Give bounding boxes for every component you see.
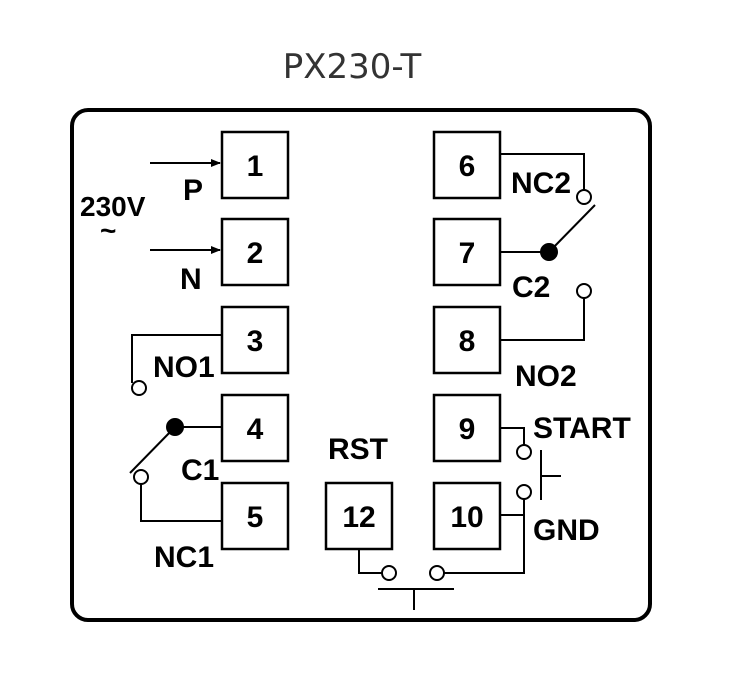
- label-p: P: [183, 174, 203, 207]
- no1-contact-node: [131, 380, 147, 396]
- terminal-5-label: 5: [247, 501, 264, 534]
- start-pushbutton: [500, 427, 561, 516]
- label-rst: RST: [328, 433, 388, 466]
- start-contact-node: [516, 444, 532, 460]
- terminal-3: 3: [220, 305, 290, 375]
- terminal-2: 2: [220, 217, 290, 287]
- rst-contact-node-left: [381, 565, 397, 581]
- wire-nc2: [500, 153, 585, 190]
- terminal-10-label: 10: [450, 501, 483, 534]
- terminal-8: 8: [432, 305, 502, 375]
- terminal-12: 12: [324, 481, 394, 551]
- terminal-7-label: 7: [459, 237, 476, 270]
- wire-start: [500, 427, 525, 445]
- gnd-contact-node: [516, 484, 532, 500]
- terminal-7: 7: [432, 217, 502, 287]
- terminal-9-label: 9: [459, 413, 476, 446]
- terminal-2-label: 2: [247, 237, 264, 270]
- c2-switch-arm: [548, 204, 596, 253]
- rst-contact-node-right: [429, 565, 445, 581]
- terminal-6: 6: [432, 130, 502, 200]
- terminal-3-label: 3: [247, 325, 264, 358]
- c1-switch-arm: [129, 426, 176, 474]
- label-no2: NO2: [515, 360, 577, 393]
- label-c2: C2: [512, 271, 550, 304]
- label-nc1: NC1: [154, 541, 214, 574]
- device-title: PX230-T: [283, 47, 422, 87]
- label-start: START: [533, 412, 631, 445]
- terminal-1: 1: [220, 130, 290, 200]
- wire-no1: [131, 334, 222, 383]
- terminal-4-label: 4: [247, 413, 264, 446]
- terminal-4: 4: [220, 393, 290, 463]
- terminal-12-label: 12: [342, 501, 375, 534]
- relay-1-contacts: [129, 334, 222, 522]
- label-gnd: GND: [533, 514, 600, 547]
- label-no1: NO1: [153, 351, 215, 384]
- terminal-1-label: 1: [247, 150, 264, 183]
- label-nc2: NC2: [511, 167, 571, 200]
- terminal-6-label: 6: [459, 150, 476, 183]
- nc2-contact-node: [576, 189, 592, 205]
- label-c1: C1: [181, 454, 219, 487]
- relay-2-contacts: [500, 153, 596, 341]
- no2-contact-node: [576, 283, 592, 299]
- terminal-8-label: 8: [459, 325, 476, 358]
- label-n: N: [180, 263, 202, 296]
- nc1-contact-node: [133, 469, 149, 485]
- wire-no2: [500, 298, 585, 341]
- terminal-5: 5: [220, 481, 290, 551]
- label-supply-voltage: 230V: [80, 191, 146, 222]
- terminal-9: 9: [432, 393, 502, 463]
- wire-rst-gnd: [444, 515, 525, 574]
- device-frame: [70, 108, 652, 622]
- reset-pushbutton: [358, 515, 525, 610]
- wire-rst: [358, 549, 382, 574]
- ac-symbol: ~: [100, 215, 116, 246]
- wire-nc1: [140, 484, 222, 522]
- terminal-10: 10: [432, 481, 502, 551]
